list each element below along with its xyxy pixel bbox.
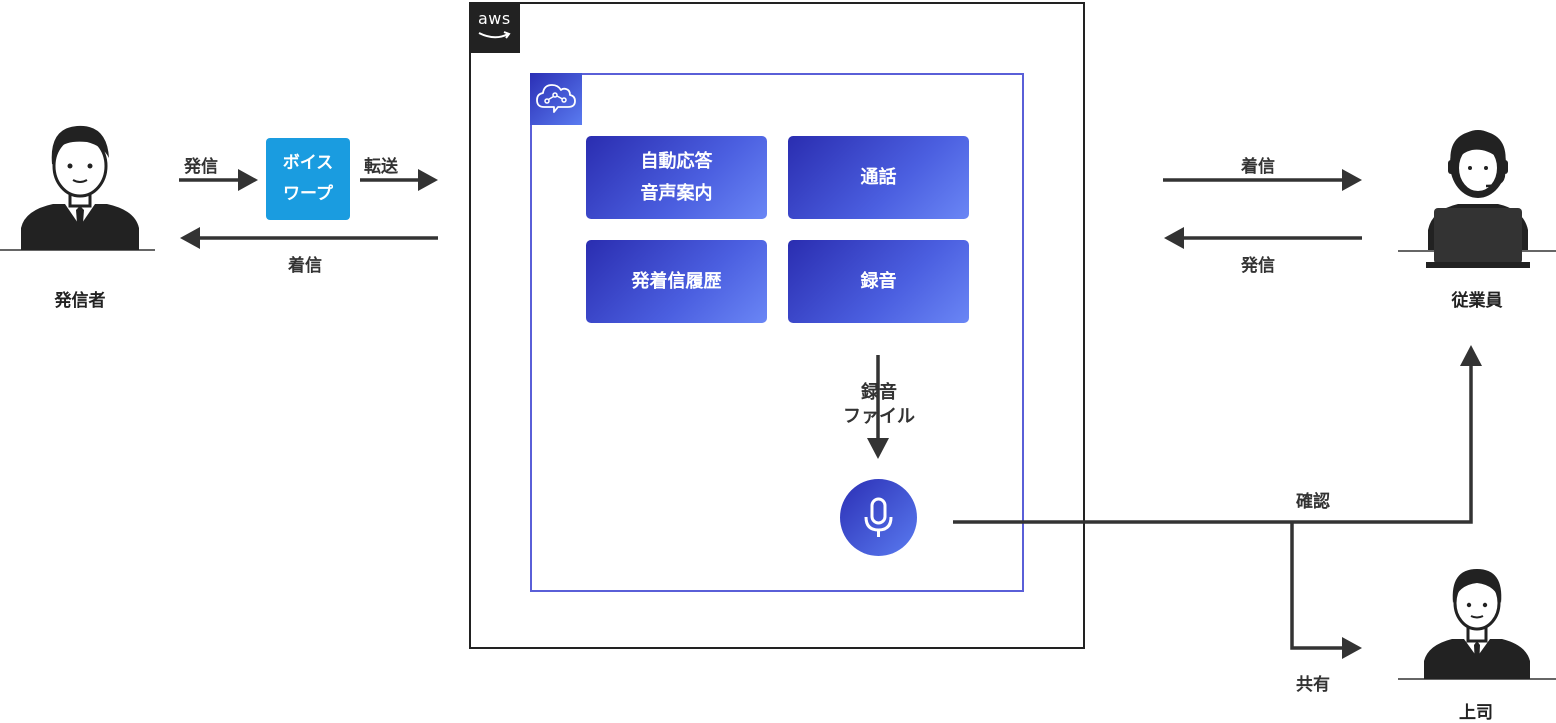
voicewarp-label: ボイス xyxy=(282,153,334,174)
feature-label: 録音 xyxy=(860,270,897,292)
recording-file-line2: ファイル xyxy=(843,406,915,428)
label-confirm: 確認 xyxy=(1296,492,1330,512)
aws-logo-text: aws xyxy=(478,9,511,28)
feature-call: 通話 xyxy=(788,136,969,219)
feature-label: 発着信履歴 xyxy=(631,270,722,292)
employee-label: 従業員 xyxy=(1451,291,1503,311)
aws-smile-icon xyxy=(478,31,511,39)
microphone-icon xyxy=(840,479,917,556)
label-caller-in: 着信 xyxy=(288,256,322,276)
voicewarp-label: ワープ xyxy=(283,184,333,204)
label-employee-out: 発信 xyxy=(1241,256,1275,276)
feature-recording: 録音 xyxy=(788,240,969,323)
label-share: 共有 xyxy=(1296,675,1330,695)
recording-file-line1: 録音 xyxy=(861,382,897,403)
amazon-connect-icon xyxy=(530,73,582,125)
label-caller-out: 発信 xyxy=(184,157,218,177)
label-forward: 転送 xyxy=(364,157,398,177)
feature-label: 自動応答 xyxy=(640,151,713,172)
line-confirm xyxy=(953,362,1473,524)
recording-file-label: 録音 ファイル xyxy=(825,381,933,430)
caller-person-icon xyxy=(21,125,139,250)
boss-person-icon xyxy=(1424,569,1530,679)
feature-label: 通話 xyxy=(860,166,897,188)
aws-logo: aws xyxy=(469,2,520,53)
caller-label: 発信者 xyxy=(54,291,106,311)
label-employee-in: 着信 xyxy=(1241,157,1275,177)
amazon-connect-frame xyxy=(530,73,1024,592)
voicewarp-box: ボイス ワープ xyxy=(266,138,350,220)
employee-operator-icon xyxy=(1426,130,1530,268)
feature-label: 音声案内 xyxy=(640,182,713,204)
boss-label: 上司 xyxy=(1459,703,1493,723)
aws-cloud-frame xyxy=(469,2,1085,649)
feature-auto-voice-guidance: 自動応答 音声案内 xyxy=(586,136,767,219)
feature-call-history: 発着信履歴 xyxy=(586,240,767,323)
line-share xyxy=(1290,522,1345,650)
